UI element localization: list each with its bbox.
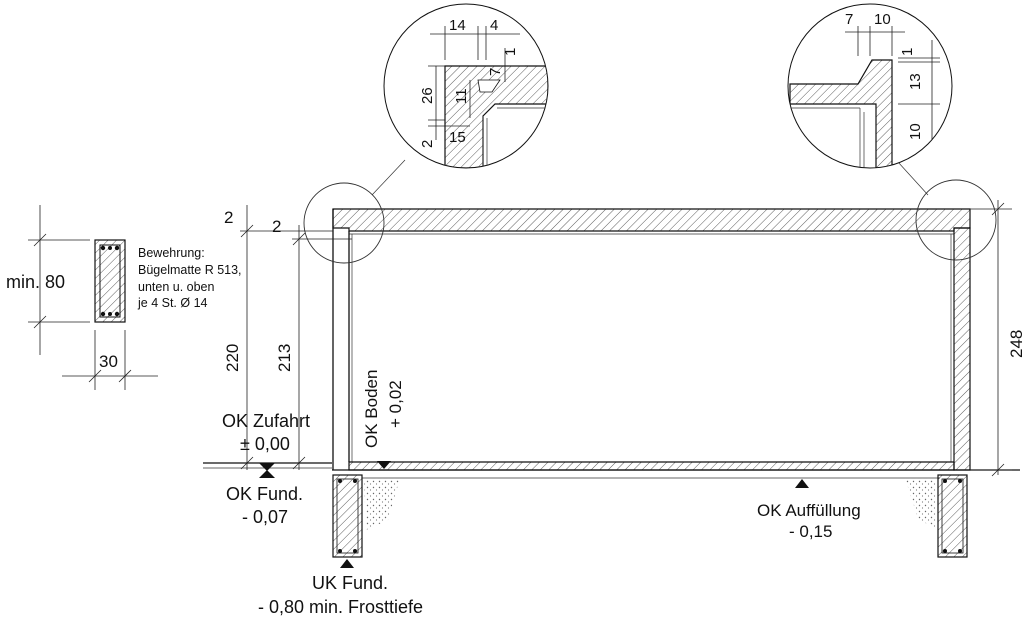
detail-left-dim-15: 15 — [449, 129, 466, 146]
ok-zufahrt-marker — [259, 463, 275, 471]
ok-fund-title: OK Fund. — [226, 484, 303, 504]
left-foundation — [332, 474, 363, 558]
ok-zufahrt-title: OK Zufahrt — [222, 411, 310, 431]
right-foundation — [937, 474, 968, 558]
gravel-fill-right — [905, 478, 936, 530]
dim-220: 220 — [223, 344, 242, 372]
detail-right-dim-7: 7 — [845, 11, 853, 28]
detail-left-dim-4: 4 — [490, 17, 498, 34]
ok-fund-value: - 0,07 — [242, 507, 288, 527]
dim-213: 213 — [275, 344, 294, 372]
reinforcement-line-1: Bügelmatte R 513, — [138, 263, 242, 277]
reinforcement-line-3: je 4 St. Ø 14 — [137, 296, 208, 310]
detail-left-dim-7: 7 — [487, 68, 504, 76]
detail-right-dim-10-top: 10 — [874, 11, 891, 28]
ok-zufahrt-value: ± 0,00 — [240, 434, 290, 454]
uk-fund-marker — [340, 559, 354, 568]
ok-boden-value: + 0,02 — [386, 380, 405, 428]
floor-slab — [348, 461, 955, 471]
detail-right: 7 10 1 13 10 — [787, 3, 953, 169]
ok-boden-title: OK Boden — [362, 370, 381, 448]
beam-height-label: min. 80 — [6, 272, 65, 292]
ok-boden-marker — [377, 461, 391, 469]
gravel-fill-left — [364, 478, 400, 530]
detail-left-dim-26: 26 — [419, 87, 436, 104]
beam-section: min. 80 30 Bewehrung: Bügelmatte R 513, … — [6, 205, 242, 390]
dim-248: 248 — [1007, 330, 1024, 358]
right-wall — [953, 227, 971, 471]
ok-auffuellung-title: OK Auffüllung — [757, 501, 861, 520]
reinforcement-line-2: unten u. oben — [138, 280, 215, 294]
ok-auffuellung-value: - 0,15 — [789, 522, 832, 541]
detail-right-dim-1: 1 — [899, 48, 916, 56]
detail-left-dim-14: 14 — [449, 17, 466, 34]
detail-left: 14 4 1 7 26 11 2 15 — [383, 3, 549, 169]
uk-fund-value: - 0,80 min. Frosttiefe — [258, 597, 423, 617]
detail-left-dim-2: 2 — [419, 140, 436, 148]
detail-right-dim-10-side: 10 — [907, 123, 924, 140]
roof-slab — [332, 208, 971, 232]
dim-inner-2: 2 — [272, 217, 281, 236]
detail-left-dim-1: 1 — [502, 48, 519, 56]
beam-width-label: 30 — [99, 352, 118, 371]
reinforcement-title: Bewehrung: — [138, 246, 205, 260]
ok-auffuellung-marker — [795, 479, 809, 488]
uk-fund-title: UK Fund. — [312, 573, 388, 593]
garage-section: 220 2 213 2 248 OK Zufahrt ± 0,00 OK Bod… — [203, 159, 1024, 617]
detail-left-dim-11: 11 — [453, 88, 470, 104]
dim-top-2: 2 — [224, 208, 233, 227]
detail-right-dim-13: 13 — [907, 73, 924, 90]
